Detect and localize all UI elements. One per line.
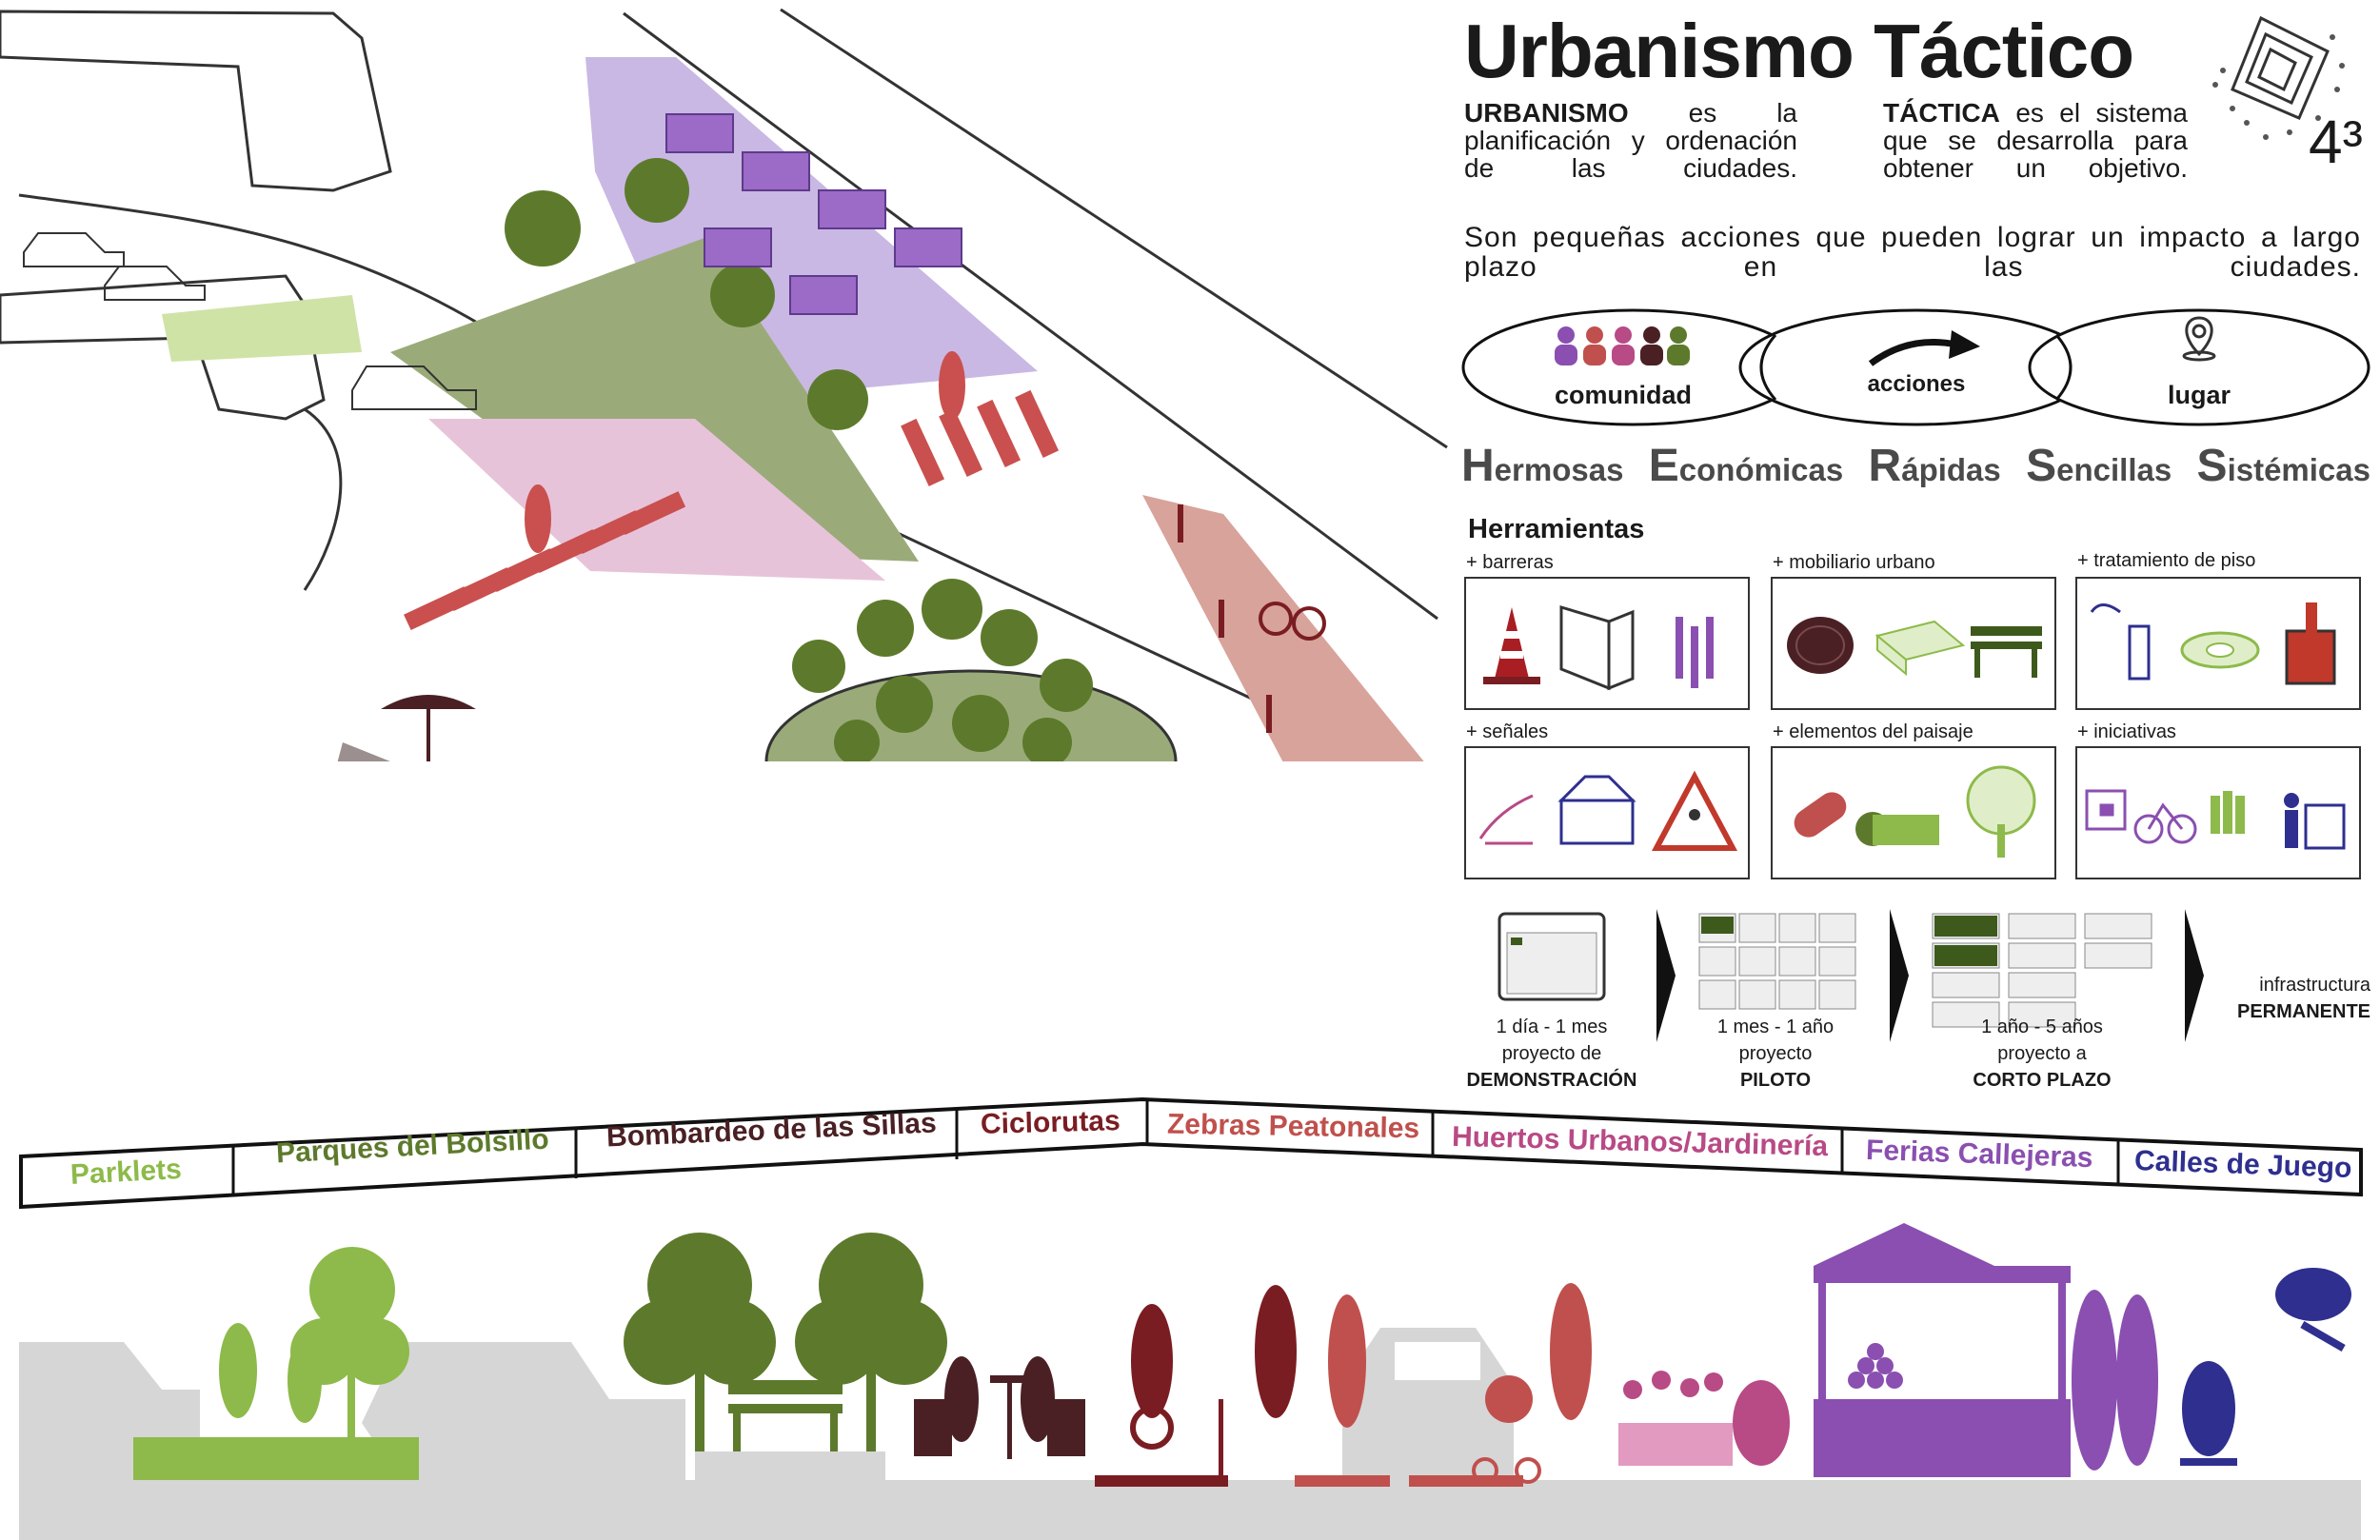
calendars-pilot-icon xyxy=(1698,913,1856,1010)
pallet-icon xyxy=(1874,620,1966,677)
planter-strip xyxy=(428,419,885,581)
urbanismo-term: URBANISMO xyxy=(1464,98,1629,128)
tool-label-furniture: + mobiliario urbano xyxy=(1773,552,1935,573)
zebra-section xyxy=(1295,1283,1592,1487)
ribbon-zebra-crossings: Zebras Peatonales xyxy=(1166,1108,1420,1145)
parklet-strip xyxy=(162,295,362,362)
play-street-section xyxy=(2180,1268,2351,1466)
warning-sign-icon xyxy=(1652,770,1737,851)
paint-bucket-icon xyxy=(2285,602,2336,685)
tactics-ribbon xyxy=(19,1096,2363,1210)
quality-5: Sistémicas xyxy=(2196,441,2370,491)
quality-2: Económicas xyxy=(1648,441,1844,491)
summary-text: Son pequeñas acciones que pueden lograr … xyxy=(1464,222,2361,283)
community-people-icon xyxy=(1555,326,1690,365)
phase-arrow-2 xyxy=(1890,909,1909,1042)
market-stalls xyxy=(665,113,962,315)
sidewalk-ground xyxy=(19,1480,2361,1540)
zebra-crossings xyxy=(404,389,1060,631)
location-pin-icon xyxy=(2182,316,2216,362)
urbanismo-text: es la planificación y ordenación de las … xyxy=(1464,98,1797,183)
parked-cars xyxy=(23,232,477,410)
qualities-row: Hermosas Económicas Rápidas Sencillas Si… xyxy=(1461,440,2370,497)
phase-arrow-3 xyxy=(2185,909,2204,1042)
chair-bombing-area xyxy=(337,742,390,761)
tactica-text: es el sistema que se desarrolla para obt… xyxy=(1883,98,2188,183)
building-top-left xyxy=(0,10,392,192)
tool-box-furniture xyxy=(1771,577,2056,710)
tool-box-initiatives xyxy=(2075,746,2361,879)
tape-roll-icon xyxy=(2180,631,2260,669)
chair-bombing-section xyxy=(914,1356,1085,1459)
hanging-sign-icon xyxy=(1557,775,1636,845)
quality-1: Hermosas xyxy=(1461,441,1624,491)
cycle-label-actions: acciones xyxy=(1867,371,1966,397)
phase-arrow-1 xyxy=(1656,909,1676,1042)
quality-3: Rápidas xyxy=(1868,441,2001,491)
maze-logo-icon xyxy=(2212,15,2345,140)
tool-box-barriers xyxy=(1464,577,1750,710)
ribbon-bike-lanes: Ciclorutas xyxy=(980,1105,1121,1140)
arrow-right-icon xyxy=(1868,330,1980,366)
bike-lane xyxy=(1142,495,1424,761)
turf-roll-icon xyxy=(1855,812,1939,846)
hand-writing-icon xyxy=(1478,794,1534,845)
spray-can-icon xyxy=(2090,603,2151,681)
tool-label-landscape: + elementos del paisaje xyxy=(1773,721,1973,742)
street-fair-section xyxy=(1814,1223,2158,1477)
urban-intersection-illustration xyxy=(0,8,1457,761)
cycle-label-place: lugar xyxy=(2167,381,2231,409)
logo-text: 4³ xyxy=(2309,108,2363,176)
definition-urbanismo: URBANISMO es la planificación y ordenaci… xyxy=(1464,99,1797,182)
bike-lane-bollards xyxy=(1178,504,1272,733)
coffee-cart-icon xyxy=(2085,789,2127,831)
parklet-section xyxy=(133,1247,419,1480)
building-right xyxy=(628,9,1457,382)
bicycle-icon xyxy=(2133,802,2197,844)
ribbon-parklets: Parklets xyxy=(69,1153,183,1192)
traffic-cone-icon xyxy=(1483,607,1540,684)
garden-trees xyxy=(505,158,1093,761)
barrier-icon xyxy=(1559,604,1635,691)
pocket-park xyxy=(390,238,919,562)
tool-box-landscape xyxy=(1771,746,2056,879)
street-section-silhouettes xyxy=(19,1223,2361,1540)
community-action-place-cycle: comunidad acciones lugar xyxy=(1461,306,2370,428)
calendar-icon xyxy=(1497,912,1606,1001)
bike-lane-section xyxy=(1095,1285,1297,1487)
tactica-term: TÁCTICA xyxy=(1883,98,2000,128)
tool-box-signs xyxy=(1464,746,1750,879)
hay-bale-icon xyxy=(1787,617,1854,674)
bollards-icon xyxy=(1676,617,1714,688)
calendars-short-term-icon xyxy=(1932,913,2152,1028)
tool-label-signs: + señales xyxy=(1466,721,1549,742)
tool-box-floor-treatment xyxy=(2075,577,2361,710)
tree-icon xyxy=(1966,765,2036,858)
street-vendor-icon xyxy=(2284,793,2346,850)
quality-4: Sencillas xyxy=(2026,441,2172,491)
cyclists xyxy=(1259,602,1326,641)
cafe-umbrella xyxy=(381,695,476,761)
tool-label-floor-treatment: + tratamiento de piso xyxy=(2077,550,2256,571)
cycle-link-right xyxy=(2028,308,2370,426)
bench-icon xyxy=(1971,626,2042,678)
garden-section xyxy=(1618,1371,1790,1466)
tool-label-initiatives: + iniciativas xyxy=(2077,721,2176,742)
books-icon xyxy=(2211,791,2245,834)
rolled-mat-icon xyxy=(1794,792,1847,838)
tool-label-barriers: + barreras xyxy=(1466,552,1554,573)
page-title: Urbanismo Táctico xyxy=(1464,9,2134,93)
definition-tactica: TÁCTICA es el sistema que se desarrolla … xyxy=(1883,99,2188,182)
cycle-label-community: comunidad xyxy=(1554,381,1692,409)
pocket-park-section xyxy=(624,1233,947,1480)
pedestrians xyxy=(525,351,965,553)
logo: 4³ xyxy=(2194,13,2366,176)
tools-heading: Herramientas xyxy=(1468,514,1645,544)
